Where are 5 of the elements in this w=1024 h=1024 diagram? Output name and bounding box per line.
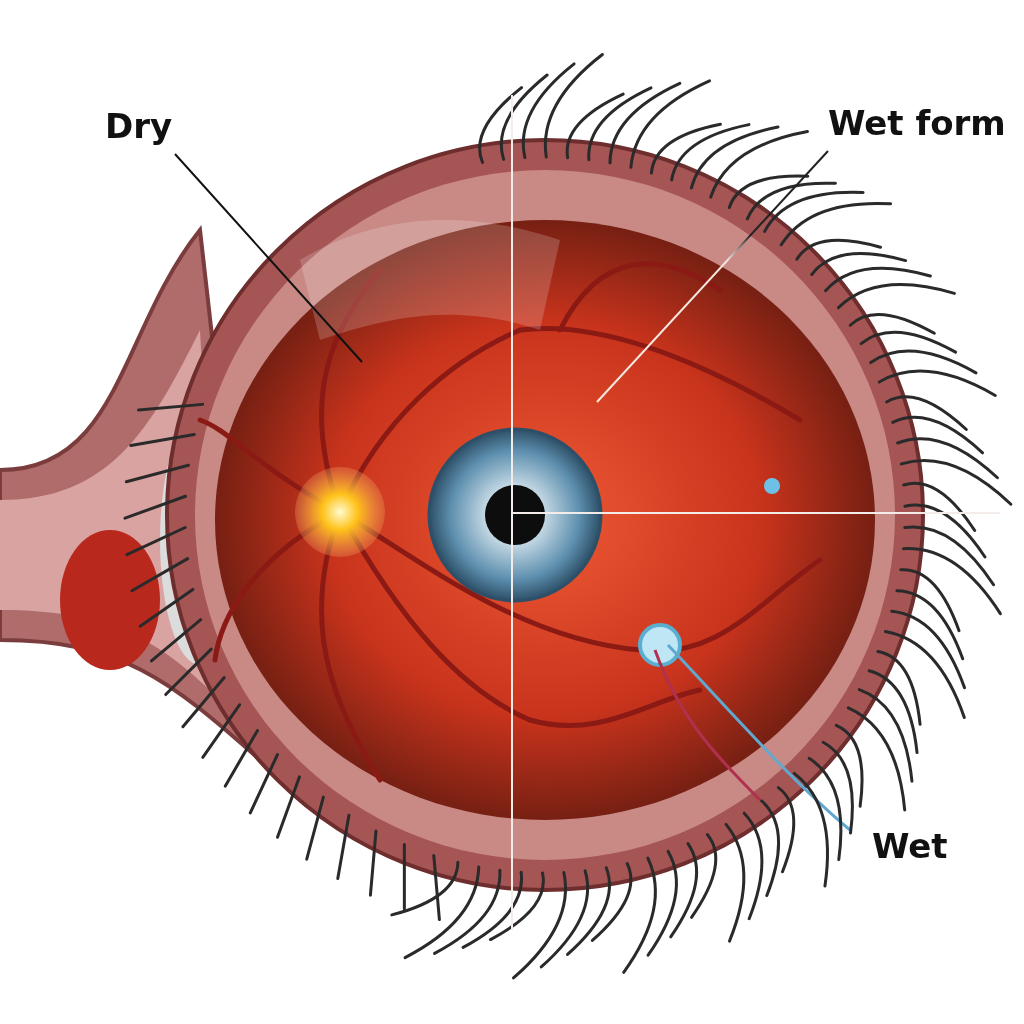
callout-label: Wet xyxy=(872,828,948,866)
callout-label: Wet form xyxy=(828,105,1006,143)
leader-line xyxy=(596,150,829,403)
callout-label: Dry xyxy=(105,108,173,146)
leader-line xyxy=(174,153,363,363)
